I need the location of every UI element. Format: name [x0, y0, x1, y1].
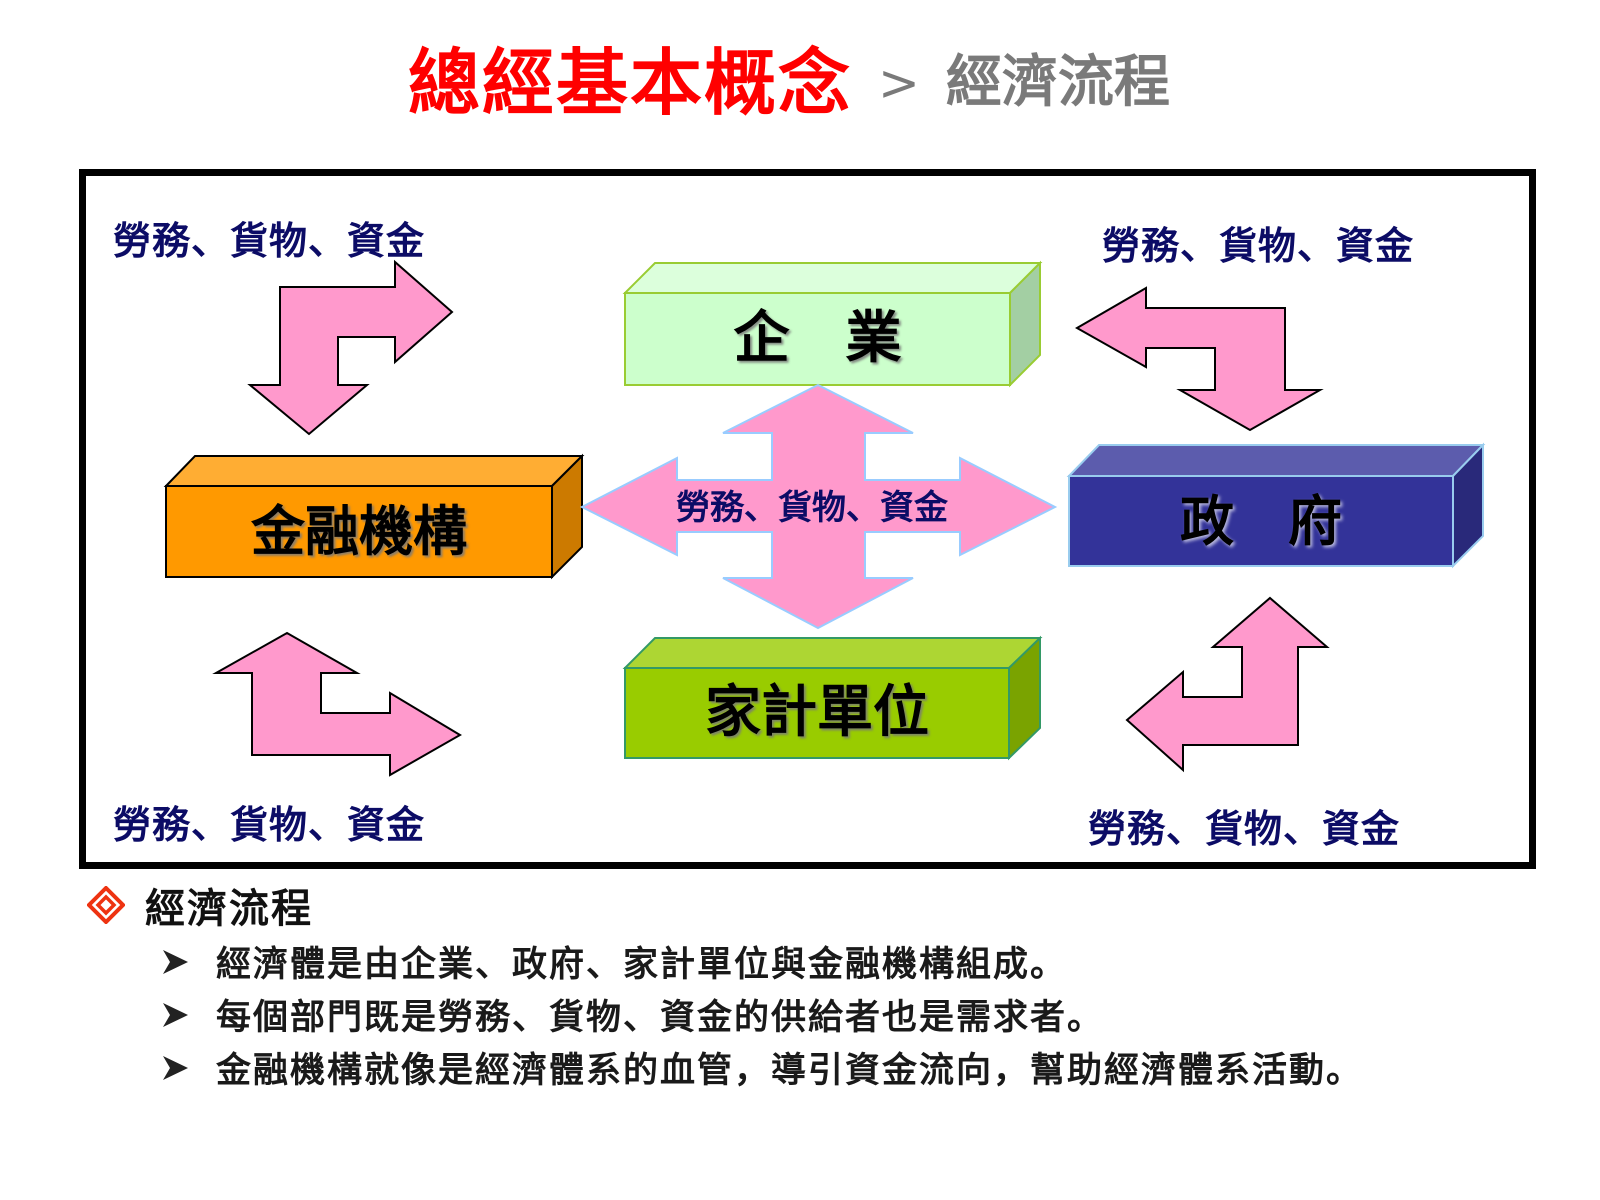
slide-title: 總經基本概念 > 經濟流程 [408, 38, 1170, 128]
arrowhead-bullet-icon [163, 949, 188, 974]
four-way-arrow [579, 383, 1058, 630]
government-box [1066, 442, 1486, 569]
title-separator: > [878, 54, 920, 112]
bullet-text: 金融機構就像是經濟體系的血管，導引資金流向，幫助經濟體系活動。 [216, 1051, 1364, 1091]
section-title: 經濟流程 [145, 886, 313, 932]
government-box-front [1068, 475, 1454, 567]
bullet-text: 每個部門既是勞務、貨物、資金的供給者也是需求者。 [216, 998, 1105, 1038]
government-label: 政 府 [1180, 490, 1342, 553]
enterprise-box-top [622, 262, 1043, 294]
enterprise-box-front [624, 292, 1011, 386]
arrowhead-bullet-icon [163, 1002, 188, 1027]
diagram-frame [79, 169, 1536, 869]
financial-box [163, 453, 585, 580]
bullet-item: 金融機構就像是經濟體系的血管，導引資金流向，幫助經濟體系活動。 [160, 1041, 1363, 1094]
flow-label-center: 勞務、貨物、資金 [676, 488, 948, 528]
bullet-item: 每個部門既是勞務、貨物、資金的供給者也是需求者。 [160, 988, 1363, 1041]
financial-box-front [165, 485, 553, 578]
enterprise-label: 企 業 [733, 306, 902, 371]
bent-arrow-bottom-right [1125, 596, 1330, 773]
section-heading: 經濟流程 [87, 880, 313, 932]
flow-label-top-left: 勞務、貨物、資金 [113, 219, 426, 263]
bent-arrow-bottom-left [212, 631, 462, 777]
enterprise-box [622, 260, 1043, 388]
bent-arrow-top-right [1074, 286, 1324, 432]
flow-label-top-right: 勞務、貨物、資金 [1102, 224, 1415, 268]
title-subtitle: 經濟流程 [945, 50, 1170, 115]
arrowhead-bullet-icon [163, 1055, 188, 1080]
flow-label-bottom-right: 勞務、貨物、資金 [1088, 807, 1401, 851]
households-label: 家計單位 [705, 680, 929, 745]
bent-arrow-top-left [247, 259, 454, 436]
financial-label: 金融機構 [251, 500, 467, 563]
bullet-list: 經濟體是由企業、政府、家計單位與金融機構組成。 每個部門既是勞務、貨物、資金的供… [160, 935, 1363, 1094]
title-main: 總經基本概念 [408, 41, 853, 125]
diamond-target-icon [87, 886, 125, 924]
flow-label-bottom-left: 勞務、貨物、資金 [113, 803, 426, 847]
households-box [622, 635, 1043, 761]
financial-box-top [163, 455, 585, 487]
households-box-top [622, 637, 1043, 669]
bullet-text: 經濟體是由企業、政府、家計單位與金融機構組成。 [216, 945, 1068, 985]
households-box-front [624, 667, 1010, 759]
government-box-top [1066, 444, 1486, 477]
bullet-item: 經濟體是由企業、政府、家計單位與金融機構組成。 [160, 935, 1363, 988]
